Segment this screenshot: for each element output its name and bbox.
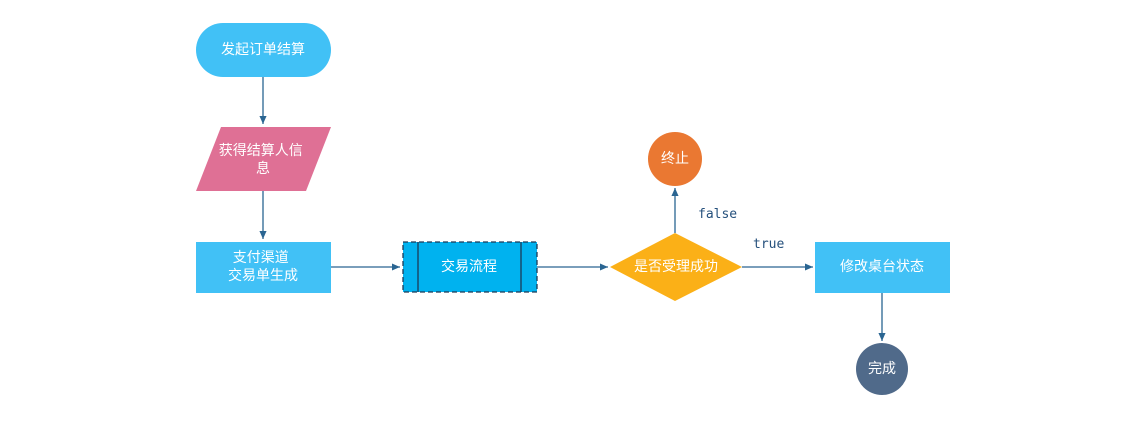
edge-label-false: false	[698, 207, 737, 222]
node-update[interactable]: 修改桌台状态	[815, 242, 950, 293]
terminate-label: 终止	[661, 151, 689, 167]
done-shape	[856, 343, 908, 395]
get-info-label-line1: 获得结算人信	[219, 142, 303, 159]
update-label: 修改桌台状态	[840, 259, 924, 275]
node-get-info[interactable]: 获得结算人信 息	[196, 127, 331, 191]
node-channel[interactable]: 支付渠道 交易单生成	[196, 242, 331, 293]
done-label: 完成	[868, 361, 896, 377]
start-label: 发起订单结算	[221, 42, 305, 58]
decision-shape	[610, 233, 742, 301]
channel-shape	[196, 242, 331, 293]
channel-label-line1: 支付渠道	[233, 250, 289, 266]
connectors	[259, 77, 886, 341]
node-decision[interactable]: 是否受理成功	[610, 233, 742, 301]
start-shape	[196, 23, 331, 77]
node-start[interactable]: 发起订单结算	[196, 23, 331, 77]
trade-label: 交易流程	[441, 258, 497, 275]
get-info-label: 获得结算人信 息	[219, 142, 307, 177]
edge-label-true: true	[753, 237, 784, 252]
channel-label-line2: 交易单生成	[228, 267, 298, 284]
decision-label: 是否受理成功	[634, 259, 718, 275]
channel-label: 支付渠道 交易单生成	[228, 250, 298, 284]
get-info-label-line2: 息	[256, 160, 270, 177]
get-info-shape	[196, 127, 331, 191]
node-trade[interactable]: 交易流程	[402, 241, 538, 293]
node-terminate[interactable]: 终止	[648, 132, 702, 186]
node-done[interactable]: 完成	[856, 343, 908, 395]
update-shape	[815, 242, 950, 293]
terminate-shape	[648, 132, 702, 186]
trade-shape	[402, 241, 538, 293]
